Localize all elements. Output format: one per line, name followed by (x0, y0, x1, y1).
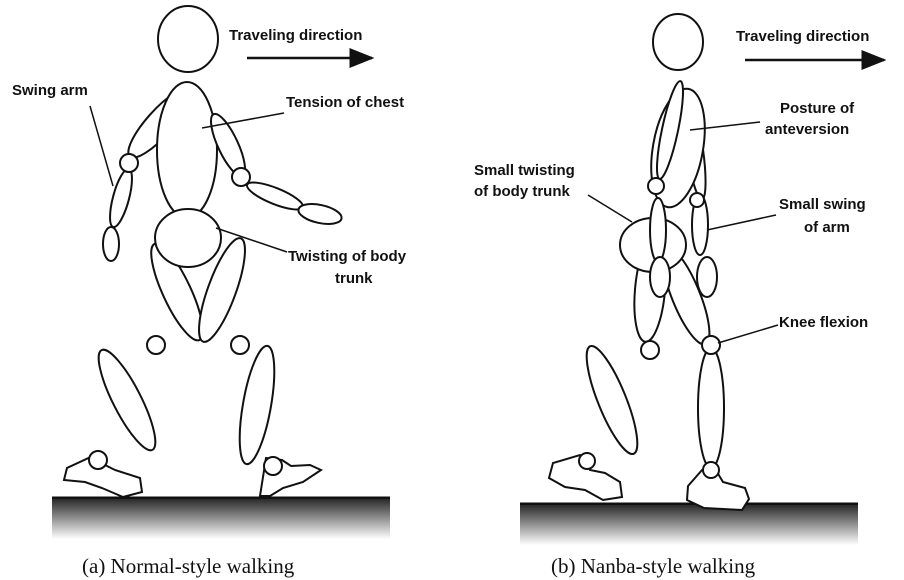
ground-b (520, 505, 858, 545)
leader-small-swing (707, 215, 776, 230)
leader-knee-flexion (718, 325, 778, 343)
elbow-near-joint (648, 178, 664, 194)
knee-back-joint (147, 336, 165, 354)
ankle-front-joint (264, 457, 282, 475)
front-shin (233, 343, 281, 466)
panel-b-nanba-walking: Traveling direction Posture of anteversi… (474, 14, 884, 578)
ground-a (52, 499, 390, 539)
label-traveling-direction-b: Traveling direction (736, 28, 869, 45)
label-small-swing-line1: Small swing (779, 196, 866, 213)
panel-a-normal-walking: Traveling direction Swing arm Tension of… (12, 6, 407, 578)
front-foot-b (687, 470, 749, 510)
hip-a (155, 209, 221, 267)
near-hand (650, 257, 670, 297)
ankle-front-joint-b (703, 462, 719, 478)
chest-a (157, 82, 217, 218)
label-swing-arm: Swing arm (12, 82, 88, 99)
stick-figure-b (549, 14, 749, 510)
head-a (158, 6, 218, 72)
front-shin-b (698, 348, 724, 468)
near-forearm (650, 198, 666, 262)
label-knee-flexion: Knee flexion (779, 314, 868, 331)
label-small-swing-line2: of arm (804, 219, 850, 236)
elbow-front-joint (232, 168, 250, 186)
head-b (653, 14, 703, 70)
label-small-twisting-line1: Small twisting (474, 162, 575, 179)
label-small-twisting-line2: of body trunk (474, 183, 570, 200)
label-posture-line2: anteversion (765, 121, 849, 138)
front-forearm (244, 177, 306, 214)
front-hand (297, 201, 344, 228)
label-twisting-line1: Twisting of body (288, 248, 407, 265)
back-shin (89, 344, 165, 457)
back-hand (103, 227, 119, 261)
knee-front-joint (231, 336, 249, 354)
caption-a: (a) Normal-style walking (82, 554, 295, 578)
ankle-back-joint (89, 451, 107, 469)
label-twisting-line2: trunk (335, 270, 373, 287)
label-posture-line1: Posture of (780, 100, 855, 117)
leader-swing-arm (90, 106, 113, 186)
knee-front-joint-b (702, 336, 720, 354)
elbow-far-joint (690, 193, 704, 207)
caption-b: (b) Nanba-style walking (551, 554, 756, 578)
label-traveling-direction-a: Traveling direction (229, 27, 362, 44)
knee-back-joint-b (641, 341, 659, 359)
elbow-back-joint (120, 154, 138, 172)
leader-small-twisting (588, 195, 632, 222)
ankle-back-joint-b (579, 453, 595, 469)
back-shin-b (577, 341, 646, 459)
label-tension-of-chest: Tension of chest (286, 94, 404, 111)
